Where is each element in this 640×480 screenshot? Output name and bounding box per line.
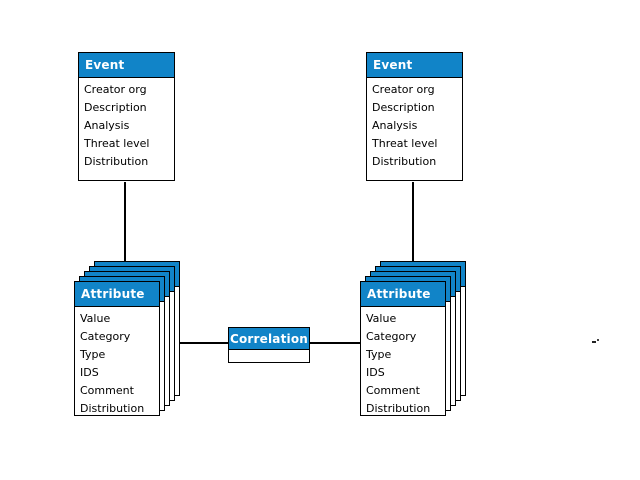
field-label: Analysis xyxy=(372,119,418,132)
attribute-right-header: Attribute xyxy=(361,282,445,307)
field-label: IDS xyxy=(366,366,385,379)
field-label: Value xyxy=(366,312,397,325)
field-label: Type xyxy=(80,348,106,361)
attribute-right-title: Attribute xyxy=(367,287,431,301)
correlation-entity: Correlation xyxy=(228,327,310,363)
field-label: IDS xyxy=(80,366,99,379)
connector-event-attribute-right xyxy=(412,182,414,261)
field-label: Distribution xyxy=(84,155,149,168)
field-label: Description xyxy=(372,101,435,114)
field-label: Comment xyxy=(80,384,134,397)
field-label: Creator org xyxy=(372,83,435,96)
field-label: Distribution xyxy=(80,402,145,415)
field-label: Value xyxy=(80,312,111,325)
field-label: Distribution xyxy=(372,155,437,168)
field-label: Comment xyxy=(366,384,420,397)
field-label: Creator org xyxy=(84,83,147,96)
connector-attribute-correlation-right xyxy=(310,342,360,344)
event-left-header: Event xyxy=(79,53,174,78)
connector-attribute-correlation-left xyxy=(180,342,228,344)
field-label: Description xyxy=(84,101,147,114)
connector-event-attribute-left xyxy=(124,182,126,261)
attribute-left-header: Attribute xyxy=(75,282,159,307)
correlation-header: Correlation xyxy=(229,328,309,350)
field-label: Threat level xyxy=(84,137,150,150)
field-label: Analysis xyxy=(84,119,130,132)
attribute-left-title: Attribute xyxy=(81,287,145,301)
field-label: Threat level xyxy=(372,137,438,150)
correlation-title: Correlation xyxy=(229,331,309,346)
event-left-title: Event xyxy=(85,58,125,72)
event-right-title: Event xyxy=(373,58,413,72)
event-right-header: Event xyxy=(367,53,462,78)
field-label: Category xyxy=(80,330,131,343)
field-label: Distribution xyxy=(366,402,431,415)
field-label: Type xyxy=(366,348,392,361)
stray-mark xyxy=(592,339,599,344)
field-label: Category xyxy=(366,330,417,343)
